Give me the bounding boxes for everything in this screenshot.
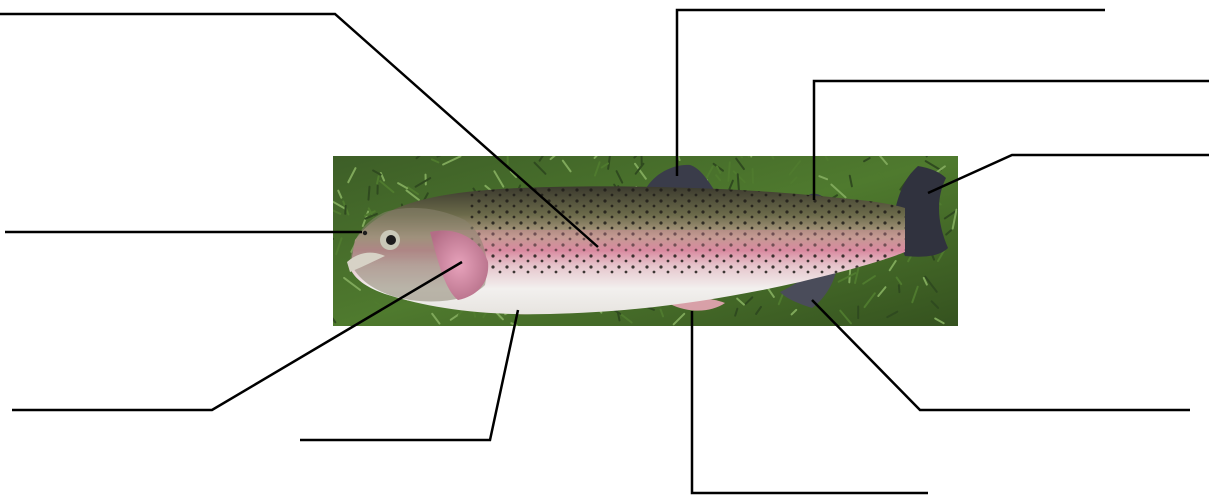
nostril	[363, 231, 367, 235]
leader-pectoral-fin	[300, 310, 518, 440]
grass-blade	[899, 285, 900, 292]
leader-dorsal-fin	[677, 10, 1105, 176]
grass-blade	[728, 162, 729, 181]
grass-blade	[751, 148, 754, 156]
grass-blade	[922, 147, 926, 156]
grass-blade	[322, 234, 334, 239]
lateral-stripe	[440, 230, 910, 252]
grass-blade	[745, 144, 749, 156]
grass-blade	[945, 150, 947, 157]
leader-caudal-fin	[928, 155, 1209, 193]
trout-photo	[322, 144, 959, 326]
grass-blade	[437, 150, 453, 157]
leader-pelvic-fin	[692, 311, 928, 493]
grass-blade	[368, 187, 369, 200]
pupil	[386, 235, 396, 245]
